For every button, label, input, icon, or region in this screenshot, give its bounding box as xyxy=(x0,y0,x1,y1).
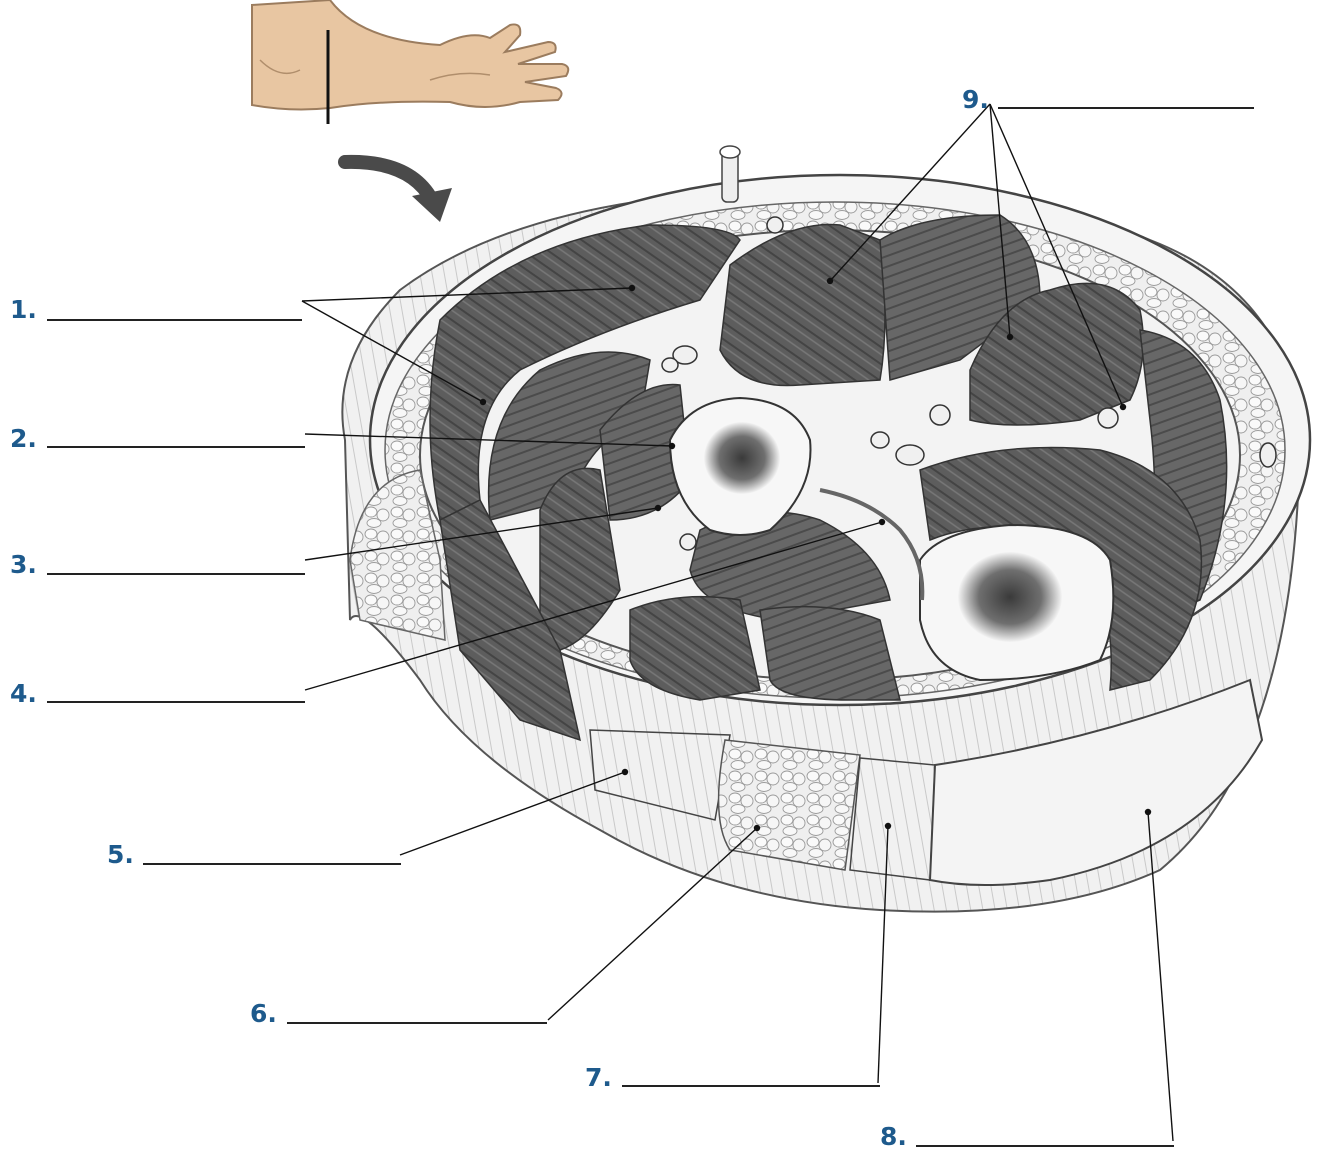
answer-blank-8[interactable] xyxy=(916,1145,1174,1147)
label-number-6: 6. xyxy=(250,1001,277,1026)
curved-arrow-icon xyxy=(345,162,452,222)
label-number-2: 2. xyxy=(10,426,37,451)
answer-blank-6[interactable] xyxy=(287,1022,547,1024)
label-number-9: 9. xyxy=(962,87,989,112)
label-number-4: 4. xyxy=(10,681,37,706)
answer-blank-3[interactable] xyxy=(47,573,305,575)
arm-cross-section xyxy=(342,146,1310,912)
answer-blank-5[interactable] xyxy=(143,863,401,865)
answer-blank-2[interactable] xyxy=(47,446,305,448)
answer-blank-7[interactable] xyxy=(622,1085,880,1087)
answer-blank-9[interactable] xyxy=(998,107,1254,109)
arm-with-cut-line-icon xyxy=(252,0,568,124)
label-number-7: 7. xyxy=(585,1065,612,1090)
answer-blank-4[interactable] xyxy=(47,701,305,703)
label-number-3: 3. xyxy=(10,552,37,577)
label-number-8: 8. xyxy=(880,1124,907,1149)
answer-blank-1[interactable] xyxy=(47,319,302,321)
label-number-1: 1. xyxy=(10,297,37,322)
label-number-5: 5. xyxy=(107,842,134,867)
